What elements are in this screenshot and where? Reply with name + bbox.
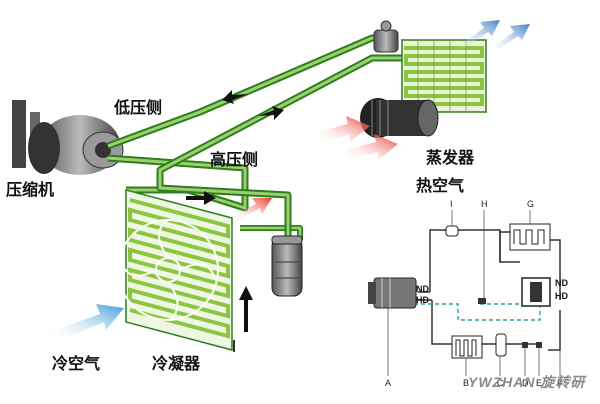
expansion-valve-icon [373, 20, 399, 53]
flow-arrows [186, 90, 284, 332]
label-high-side: 高压侧 [210, 150, 259, 169]
receiver-drier-icon [271, 235, 303, 297]
schematic-letter-i: I [450, 199, 453, 209]
label-compressor: 压缩机 [6, 180, 55, 199]
cool-air-out-arrows [458, 20, 530, 54]
schematic-letter-c: C [497, 378, 504, 388]
label-low-side: 低压侧 [114, 98, 163, 117]
schematic-letter-f: F [557, 378, 563, 388]
heat-out-arrow [232, 198, 272, 222]
schematic-nd-left: ND [416, 284, 429, 294]
schematic-diagram: ND HD ND HD A B C D E F G H I [368, 199, 568, 388]
schematic-nd-right: ND [555, 278, 568, 288]
label-evaporator: 蒸发器 [426, 148, 475, 167]
watermark: YWZHAN 旋转研 [468, 374, 586, 390]
blower-motor-icon [360, 98, 439, 138]
label-cold-air: 冷空气 [52, 354, 101, 373]
schematic-hd-left: HD [416, 295, 429, 305]
compressor-icon [12, 100, 124, 175]
schematic-hd-right: HD [555, 291, 568, 301]
condenser-fan-icon [117, 219, 219, 321]
hot-air-arrows [318, 116, 398, 160]
cold-air-arrow [50, 304, 124, 342]
schematic-letter-b: B [463, 378, 469, 388]
label-hot-air: 热空气 [416, 176, 465, 195]
schematic-letter-g: G [527, 199, 534, 209]
condenser-coil [117, 189, 235, 352]
schematic-letter-e: E [536, 378, 542, 388]
schematic-letter-a: A [385, 378, 391, 388]
label-condenser: 冷凝器 [152, 354, 201, 373]
schematic-letter-h: H [481, 199, 488, 209]
schematic-letter-d: D [522, 378, 529, 388]
